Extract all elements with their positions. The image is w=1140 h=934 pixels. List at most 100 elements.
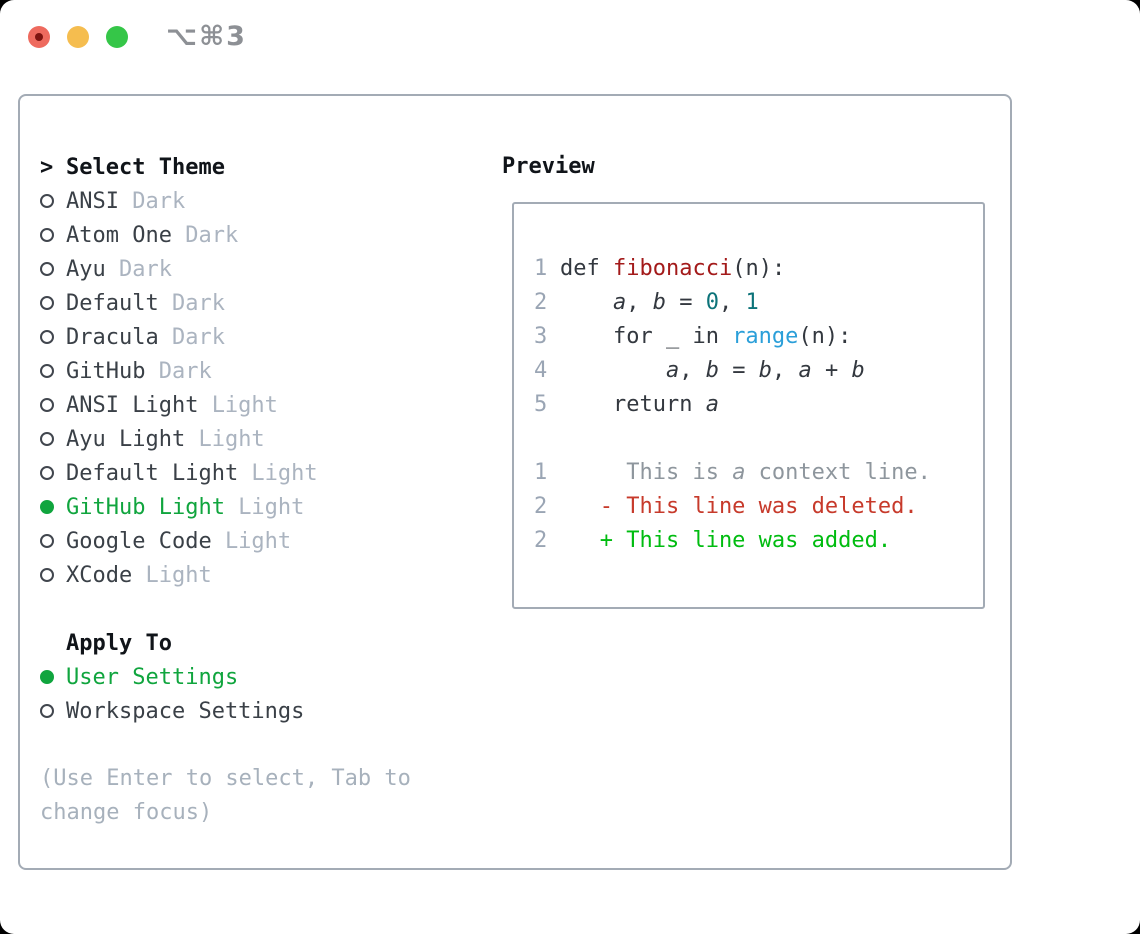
line-number: 5 xyxy=(534,392,548,417)
theme-item-label: Atom One xyxy=(66,222,172,248)
theme-variant-tag: Light xyxy=(238,494,305,520)
theme-item-default[interactable]: Default Dark xyxy=(40,286,411,320)
radio-icon xyxy=(40,262,54,276)
theme-variant-tag: Dark xyxy=(171,290,225,316)
theme-variant-tag: Dark xyxy=(118,256,172,282)
code-token: (n): xyxy=(798,324,852,349)
code-token: + xyxy=(811,358,852,383)
radio-icon xyxy=(40,534,54,548)
code-line xyxy=(514,422,983,456)
keyboard-hint-line-1: (Use Enter to select, Tab to xyxy=(40,766,411,791)
code-token: + This line was added. xyxy=(560,528,892,553)
line-number: 3 xyxy=(534,324,548,349)
theme-item-label: Ayu xyxy=(66,256,106,282)
theme-item-ayu[interactable]: Ayu Dark xyxy=(40,252,411,286)
theme-variant-tag: Dark xyxy=(171,324,225,350)
code-token: def xyxy=(560,256,613,281)
code-line: 2 a, b = 0, 1 xyxy=(514,286,983,320)
theme-item-default-light[interactable]: Default Light Light xyxy=(40,456,411,490)
apply-to-item-label: User Settings xyxy=(66,664,239,690)
select-theme-label: Select Theme xyxy=(66,154,225,180)
theme-item-label: GitHub Light xyxy=(66,494,225,520)
line-number: 2 xyxy=(534,528,548,553)
code-token: , xyxy=(771,358,799,383)
theme-variant-tag: Light xyxy=(211,392,278,418)
code-token: a xyxy=(665,358,680,383)
code-token xyxy=(560,358,666,383)
theme-variant-tag: Light xyxy=(251,460,318,486)
code-line: 2 + This line was added. xyxy=(514,524,983,558)
radio-icon xyxy=(40,194,54,208)
code-token xyxy=(560,290,613,315)
apply-to-header: Apply To xyxy=(66,630,172,656)
gap xyxy=(40,592,411,626)
theme-item-label: Ayu Light xyxy=(66,426,186,452)
code-token: , xyxy=(718,290,746,315)
theme-item-label: ANSI Light xyxy=(66,392,199,418)
theme-item-label: Default Light xyxy=(66,460,239,486)
line-number: 1 xyxy=(534,256,548,281)
minimize-button[interactable] xyxy=(67,26,89,48)
code-line: 4 a, b = b, a + b xyxy=(514,354,983,388)
code-token: 0 xyxy=(705,290,719,315)
code-token: a xyxy=(798,358,812,383)
radio-icon xyxy=(40,568,54,582)
select-theme-header: > Select Theme xyxy=(40,150,411,184)
gap xyxy=(40,728,411,762)
theme-variant-tag: Light xyxy=(198,426,265,452)
theme-item-label: Dracula xyxy=(66,324,159,350)
radio-icon xyxy=(40,432,54,446)
theme-item-github-light[interactable]: GitHub Light Light xyxy=(40,490,411,524)
theme-item-dracula[interactable]: Dracula Dark xyxy=(40,320,411,354)
apply-to-item-label: Workspace Settings xyxy=(66,698,305,724)
code-token: return xyxy=(560,392,706,417)
apply-to-item-user-settings[interactable]: User Settings xyxy=(40,660,411,694)
code-line: 1 This is a context line. xyxy=(514,456,983,490)
code-token: = xyxy=(665,290,706,315)
close-button[interactable] xyxy=(28,26,50,48)
code-line: 5 return a xyxy=(514,388,983,422)
theme-item-label: Default xyxy=(66,290,159,316)
line-number: 1 xyxy=(534,460,548,485)
code-token: b xyxy=(705,358,719,383)
code-token: , xyxy=(679,358,706,383)
radio-icon xyxy=(40,704,54,718)
code-token: = xyxy=(718,358,759,383)
line-number: 2 xyxy=(534,494,548,519)
radio-icon xyxy=(40,296,54,310)
theme-variant-tag: Dark xyxy=(158,358,212,384)
theme-variant-tag: Light xyxy=(224,528,292,554)
code-token: a xyxy=(705,392,719,417)
code-line: 3 for _ in range(n): xyxy=(514,320,983,354)
code-token: context line. xyxy=(745,460,931,485)
theme-item-ansi-light[interactable]: ANSI Light Light xyxy=(40,388,411,422)
radio-icon xyxy=(40,330,54,344)
radio-selected-icon xyxy=(40,500,54,514)
code-token: b xyxy=(851,358,865,383)
code-token: a xyxy=(612,290,627,315)
focus-prompt-icon: > xyxy=(40,154,54,180)
theme-variant-tag: Dark xyxy=(132,188,186,214)
keyboard-hint-line-2: change focus) xyxy=(40,800,213,825)
zoom-button[interactable] xyxy=(106,26,128,48)
theme-item-ayu-light[interactable]: Ayu Light Light xyxy=(40,422,411,456)
preview-header: Preview xyxy=(502,154,595,179)
line-number: 4 xyxy=(534,358,548,383)
window-title: ⌥⌘3 xyxy=(166,21,247,52)
apply-to-item-workspace-settings[interactable]: Workspace Settings xyxy=(40,694,411,728)
code-token: range xyxy=(732,324,799,349)
code-token: 1 xyxy=(745,290,759,315)
code-token: This is xyxy=(560,460,733,485)
radio-icon xyxy=(40,466,54,480)
